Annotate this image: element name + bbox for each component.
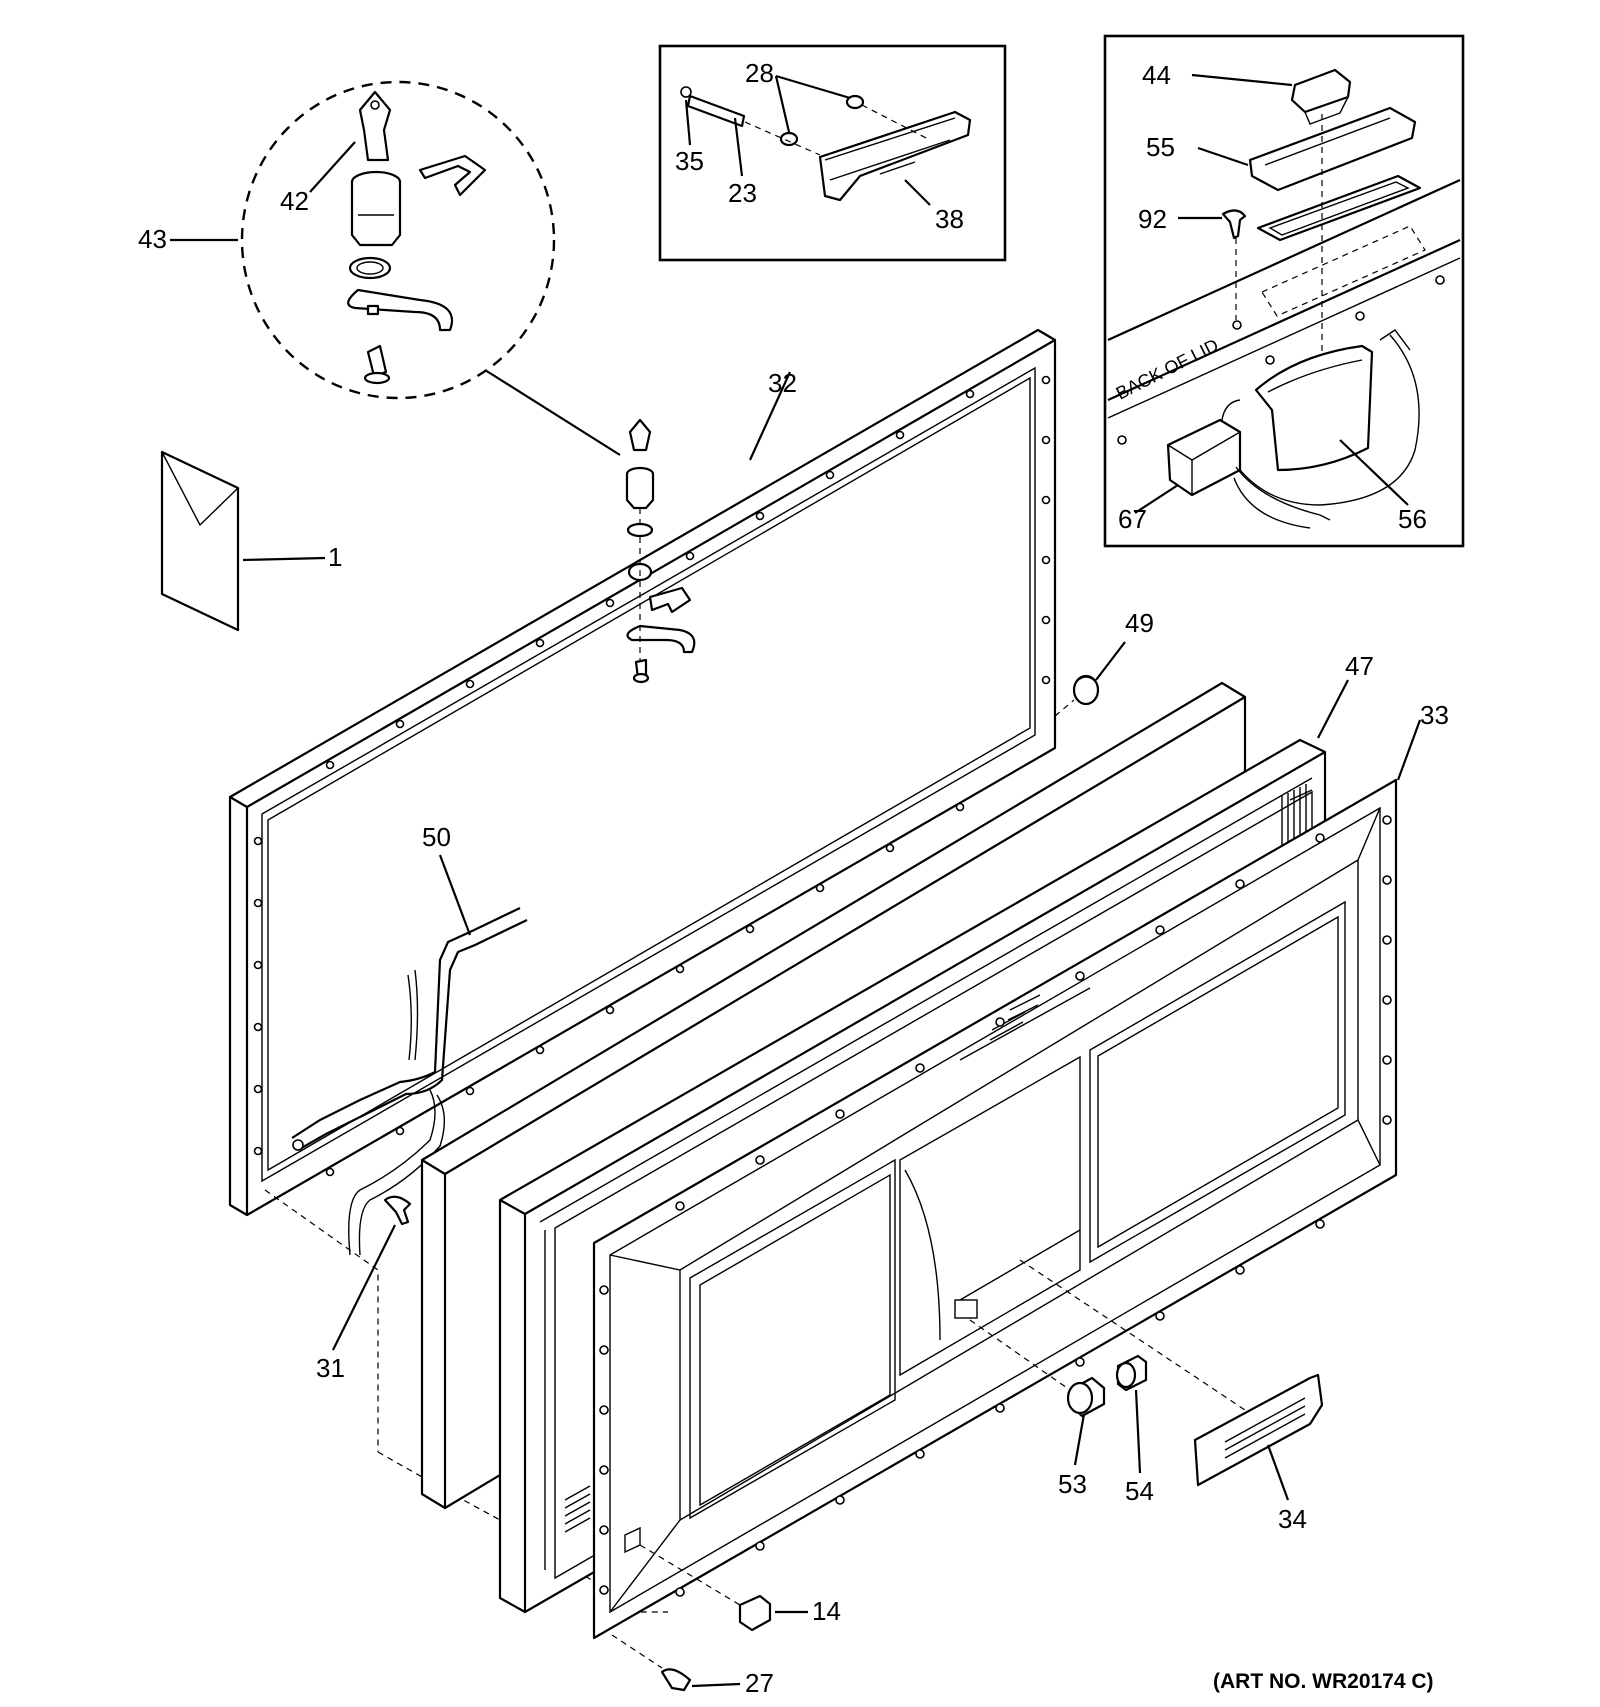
callout-1: 1 xyxy=(328,542,342,572)
callout-54: 54 xyxy=(1125,1476,1154,1506)
callout-92: 92 xyxy=(1138,204,1167,234)
art-number-caption: (ART NO. WR20174 C) xyxy=(1213,1670,1434,1693)
callout-28: 28 xyxy=(745,58,774,88)
callout-42: 42 xyxy=(280,186,309,216)
handle-inset xyxy=(658,44,1007,262)
callout-14: 14 xyxy=(812,1596,841,1626)
callout-49: 49 xyxy=(1125,608,1154,638)
literature-packet xyxy=(160,450,326,632)
callout-56: 56 xyxy=(1398,504,1427,534)
callout-44: 44 xyxy=(1142,60,1171,90)
callout-43: 43 xyxy=(138,224,167,254)
knob-53-54 xyxy=(969,1319,1148,1474)
wire-harness-50 xyxy=(291,854,528,1256)
inner-door-liner xyxy=(592,719,1422,1640)
callout-55: 55 xyxy=(1146,132,1175,162)
callout-53: 53 xyxy=(1058,1469,1087,1499)
callout-50: 50 xyxy=(422,822,451,852)
screw-31 xyxy=(332,1195,412,1351)
callout-47: 47 xyxy=(1345,651,1374,681)
switch-14 xyxy=(639,1544,808,1632)
callout-38: 38 xyxy=(935,204,964,234)
lock-assembly xyxy=(170,80,621,456)
callout-34: 34 xyxy=(1278,1504,1307,1534)
callout-35: 35 xyxy=(675,146,704,176)
callout-33: 33 xyxy=(1420,700,1449,730)
callout-31: 31 xyxy=(316,1353,345,1383)
back-of-lid-label: BACK OF LID xyxy=(1113,335,1222,404)
screw-27 xyxy=(611,1634,741,1692)
cover-34 xyxy=(1019,1259,1324,1501)
plug-49 xyxy=(1054,641,1126,717)
callout-67: 67 xyxy=(1118,504,1147,534)
callout-23: 23 xyxy=(728,178,757,208)
light-switch-inset: BACK OF LID xyxy=(1103,34,1465,548)
callout-32: 32 xyxy=(768,368,797,398)
gasket-ribs xyxy=(564,784,1307,1533)
callout-numbers: 1 14 23 27 28 31 32 33 34 35 38 42 43 44… xyxy=(138,58,1449,1698)
outer-lid-panel xyxy=(228,328,1057,1217)
callout-27: 27 xyxy=(745,1668,774,1698)
